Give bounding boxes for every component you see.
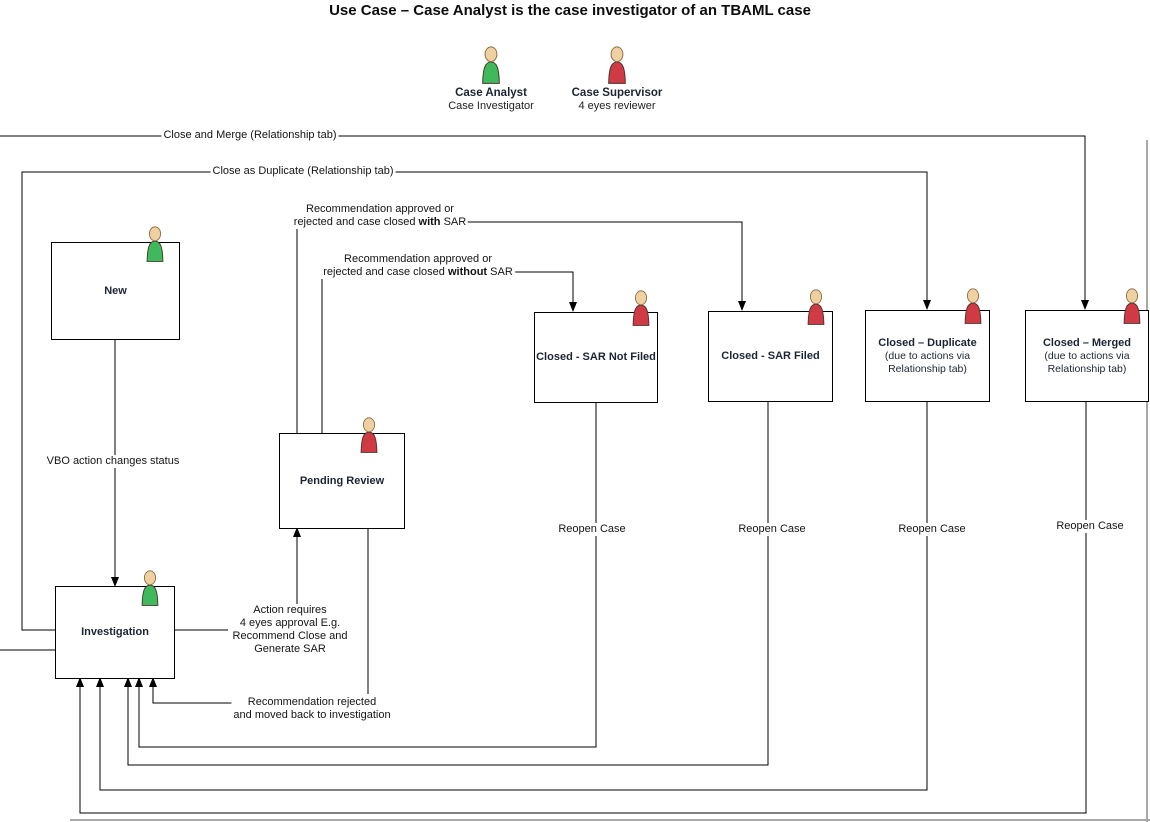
edge-rejected-b	[152, 687, 238, 704]
green-person-icon	[137, 570, 163, 606]
state-closed-sar-not-filed: Closed - SAR Not Filed	[534, 312, 658, 403]
label-four-eyes: Action requires 4 eyes approval E.g. Rec…	[230, 604, 350, 656]
edge-reopen-sar-filed	[127, 400, 769, 766]
edge-close-and-merge-top	[0, 135, 1086, 300]
arrowhead-reopen-3	[96, 677, 104, 687]
label-vbo: VBO action changes status	[44, 455, 182, 468]
label-reopen-case-3: Reopen Case	[896, 523, 968, 536]
state-sublabel: (due to actions via Relationship tab)	[1044, 349, 1130, 375]
edge-reopen-duplicate	[99, 400, 928, 791]
label-line: Recommendation approved or	[306, 203, 454, 215]
edge-close-as-duplicate	[21, 171, 928, 631]
arrowhead-rejected	[149, 677, 157, 687]
arrowhead-into-investigation-top	[111, 577, 119, 587]
label-reopen-case-2: Reopen Case	[736, 523, 808, 536]
label-line: Recommend Close and	[232, 630, 348, 642]
arrowhead-into-duplicate	[923, 300, 931, 310]
state-label: Pending Review	[299, 474, 385, 487]
arrowhead-into-merged	[1081, 300, 1089, 310]
red-person-icon	[356, 417, 382, 453]
label-line: rejected and case closed	[323, 266, 448, 278]
edge-closed-without-sar-b	[512, 271, 574, 302]
page-title: Use Case – Case Analyst is the case inve…	[329, 2, 811, 19]
state-label: Closed - SAR Not Filed	[536, 351, 656, 363]
state-investigation: Investigation	[55, 586, 175, 679]
label-close-as-duplicate: Close as Duplicate (Relationship tab)	[210, 165, 396, 178]
arrowhead-reopen-2	[124, 677, 132, 687]
label-rejected: Recommendation rejected and moved back t…	[231, 696, 393, 722]
label-line: Generate SAR	[254, 643, 326, 655]
window-bottom-border	[70, 819, 1150, 821]
arrowhead-reopen-4	[76, 677, 84, 687]
state-label: Closed – Merged	[1042, 336, 1132, 349]
state-pending-review: Pending Review	[279, 433, 405, 529]
state-label: Investigation	[81, 626, 149, 638]
red-person-icon	[628, 290, 654, 326]
label-line: Recommendation rejected	[247, 696, 377, 708]
edge-reopen-merged	[79, 400, 1087, 814]
label-line: rejected and case closed	[293, 216, 419, 228]
actor-analyst-role: Case Investigator	[448, 100, 534, 112]
label-line: 4 eyes approval E.g.	[239, 617, 341, 629]
window-right-border	[1146, 140, 1148, 822]
arrowhead-into-pending-review	[293, 527, 301, 537]
label-reopen-case-4: Reopen Case	[1054, 520, 1126, 533]
state-label: New	[104, 284, 127, 297]
edge-closed-with-sar-b	[460, 221, 743, 301]
arrowhead-into-sar-filed	[738, 301, 746, 311]
label-close-and-merge: Close and Merge (Relationship tab)	[161, 129, 339, 142]
label-reopen-case-1: Reopen Case	[556, 523, 628, 536]
state-closed-merged: Closed – Merged (due to actions via Rela…	[1025, 310, 1149, 402]
label-line: Action requires	[253, 604, 327, 616]
label-line: Recommendation approved or	[344, 253, 492, 265]
edge-reopen-sar-not-filed	[138, 401, 597, 748]
actor-supervisor-role: 4 eyes reviewer	[578, 100, 656, 112]
label-line: SAR	[487, 266, 513, 278]
green-person-icon	[142, 226, 168, 262]
label-closed-with-sar: Recommendation approved or rejected and …	[291, 203, 469, 229]
actor-supervisor-name: Case Supervisor	[571, 87, 663, 99]
arrowhead-reopen-1	[135, 677, 143, 687]
state-closed-duplicate: Closed – Duplicate (due to actions via R…	[865, 310, 990, 402]
green-person-icon	[478, 46, 504, 84]
state-sublabel: (due to actions via Relationship tab)	[884, 349, 971, 375]
state-label: Closed – Duplicate	[878, 336, 977, 349]
actor-analyst-name: Case Analyst	[455, 87, 527, 99]
label-line: SAR	[440, 216, 467, 228]
label-bold: with	[418, 216, 441, 228]
state-label: Closed - SAR Filed	[721, 350, 820, 362]
label-closed-without-sar: Recommendation approved or rejected and …	[321, 253, 515, 279]
arrowhead-into-sar-not-filed	[569, 302, 577, 312]
red-person-icon	[960, 288, 986, 324]
state-closed-sar-filed: Closed - SAR Filed	[708, 311, 833, 402]
label-line: and moved back to investigation	[233, 709, 391, 721]
red-person-icon	[803, 289, 829, 325]
red-person-icon	[1119, 288, 1145, 324]
label-bold: without	[447, 266, 488, 278]
red-person-icon	[604, 46, 630, 84]
